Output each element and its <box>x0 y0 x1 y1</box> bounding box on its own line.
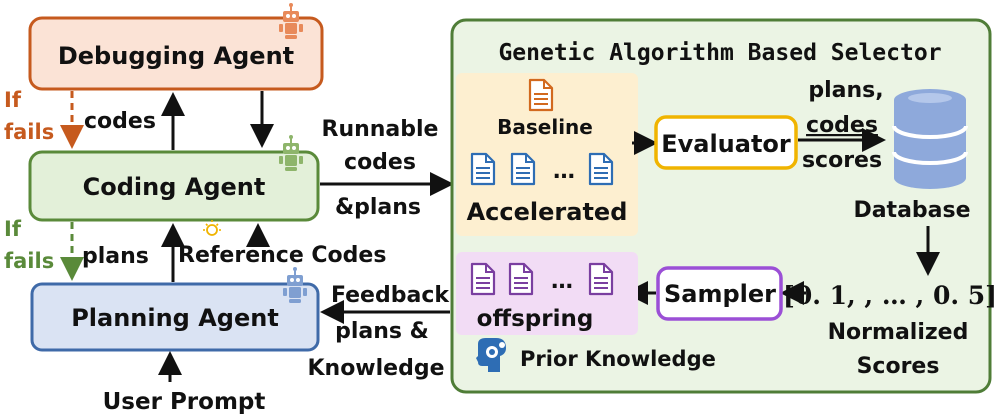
debugging-agent-label: Debugging Agent <box>58 42 294 70</box>
brain-gear-icon <box>476 338 506 372</box>
baseline-label: Baseline <box>497 115 593 139</box>
plans-label: plans <box>82 244 149 269</box>
codes-label: codes <box>344 150 416 175</box>
database-icon <box>892 89 968 189</box>
selector-title: Genetic Algorithm Based Selector <box>498 40 941 66</box>
feedback-label: Feedback <box>331 283 450 308</box>
scores-vector: [0. 1, , … , 0. 5] <box>783 281 996 310</box>
scores-label: scores <box>802 148 882 173</box>
document-icon <box>470 262 496 296</box>
coding-agent-label: Coding Agent <box>83 173 266 201</box>
sampler-label: Sampler <box>664 280 776 308</box>
if-fails-label: fails <box>4 249 54 273</box>
planning-agent-box[interactable] <box>30 282 320 352</box>
ellipsis: … <box>551 269 573 294</box>
if-fails-label: If <box>4 217 22 241</box>
scores-label: Scores <box>857 354 940 379</box>
document-icon <box>528 78 554 112</box>
codes-label: codes <box>806 113 878 138</box>
accelerated-label: Accelerated <box>467 198 628 226</box>
baseline-accelerated-panel <box>456 73 638 236</box>
runnable-label: Runnable <box>322 117 439 142</box>
database-label: Database <box>853 198 970 223</box>
coding-agent-box[interactable] <box>28 150 320 222</box>
ellipsis: … <box>553 159 575 184</box>
evaluator-label: Evaluator <box>661 130 791 158</box>
lightbulb-icon <box>203 220 221 236</box>
prior-knowledge-label: Prior Knowledge <box>520 347 716 371</box>
plans-and-label: plans & <box>335 319 429 344</box>
offspring-label: offspring <box>477 306 594 332</box>
reference-codes-label: Reference Codes <box>178 243 386 268</box>
evaluator-box[interactable] <box>654 115 798 170</box>
if-fails-label: fails <box>4 120 54 144</box>
sampler-box[interactable] <box>656 266 783 321</box>
planning-agent-label: Planning Agent <box>71 304 279 332</box>
if-fails-label: If <box>4 88 22 112</box>
document-icon <box>588 262 614 296</box>
codes-label: codes <box>84 109 156 134</box>
document-icon <box>508 262 534 296</box>
and-plans-label: &plans <box>335 195 421 220</box>
knowledge-label: Knowledge <box>307 356 444 381</box>
debugging-agent-box[interactable] <box>28 16 324 91</box>
normalized-label: Normalized <box>828 320 969 345</box>
document-icon <box>510 152 536 186</box>
document-icon <box>588 152 614 186</box>
document-icon <box>470 152 496 186</box>
user-prompt-label: User Prompt <box>103 389 266 414</box>
plans-label: plans, <box>808 78 883 103</box>
